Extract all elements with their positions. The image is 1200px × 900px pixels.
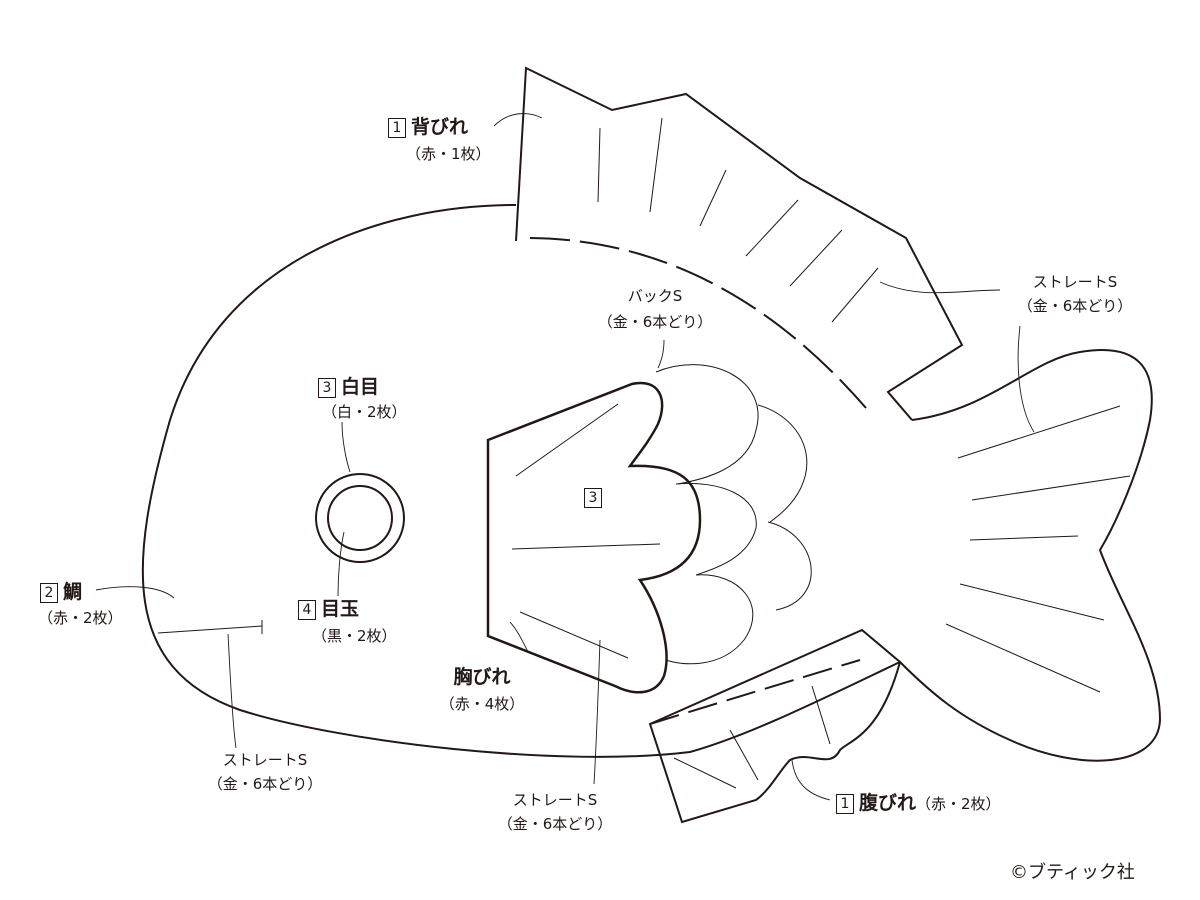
ventral-fin-stitch-lines	[673, 685, 831, 789]
dorsal-fin-detail: （赤・1枚）	[406, 145, 491, 163]
pectoral-fin-stitch-lines	[511, 403, 661, 659]
dorsal-dash-stitch	[529, 237, 867, 409]
ventral-fin-detail: （赤・2枚）	[916, 795, 1001, 813]
leader-lines	[95, 113, 1035, 801]
pectoral-fin-number-marker: 3	[584, 486, 607, 508]
ventral-fin-name: 腹びれ	[859, 792, 917, 814]
back-stitch-scales	[655, 364, 812, 665]
dorsal-fin-stitch-lines	[597, 117, 879, 323]
ventral-dash-stitch	[649, 659, 861, 725]
back-stitch-detail: （金・6本どり）	[597, 313, 713, 331]
tai-detail: （赤・2枚）	[38, 609, 123, 627]
straight-stitch-top-detail: （金・6本どり）	[1017, 297, 1133, 315]
fish-body-outline	[141, 204, 1162, 762]
white-eye-number: 3	[318, 378, 336, 398]
straight-stitch-left-detail: （金・6本どり）	[207, 775, 323, 793]
dorsal-fin-number: 1	[388, 118, 406, 138]
tail-stitch-lines	[945, 405, 1131, 693]
straight-stitch-bottom-detail: （金・6本どり）	[497, 815, 613, 833]
pectoral-fin-outline	[486, 381, 702, 694]
pectoral-fin-name: 胸びれ	[453, 666, 511, 688]
eyeball-detail: （黒・2枚）	[312, 627, 397, 645]
dorsal-fin-name: 背びれ	[411, 116, 469, 138]
white-eye-outer	[315, 473, 405, 563]
pectoral-fin-detail: （赤・4枚）	[439, 695, 525, 713]
dorsal-fin-outline	[515, 66, 964, 421]
ventral-fin-number: 1	[836, 794, 854, 814]
straight-stitch-top-name: ストレートS	[1032, 273, 1118, 291]
tai-number: 2	[40, 583, 58, 603]
ventral-fin-outline	[648, 628, 901, 824]
white-eye-name: 白目	[341, 376, 380, 398]
pectoral-fin-number: 3	[584, 488, 602, 508]
eyeball-name: 目玉	[321, 598, 360, 620]
tai-name: 鯛	[63, 581, 83, 603]
eyeball-number: 4	[298, 600, 316, 620]
copyright-notice: ©ブティック社	[1010, 862, 1135, 883]
straight-stitch-left-name: ストレートS	[222, 751, 308, 769]
eyeball-ring	[327, 485, 393, 551]
back-stitch-name: バックS	[627, 287, 683, 305]
white-eye-detail: （白・2枚）	[322, 403, 407, 421]
straight-stitch-bottom-name: ストレートS	[512, 791, 598, 809]
head-stitch-line	[157, 625, 263, 634]
